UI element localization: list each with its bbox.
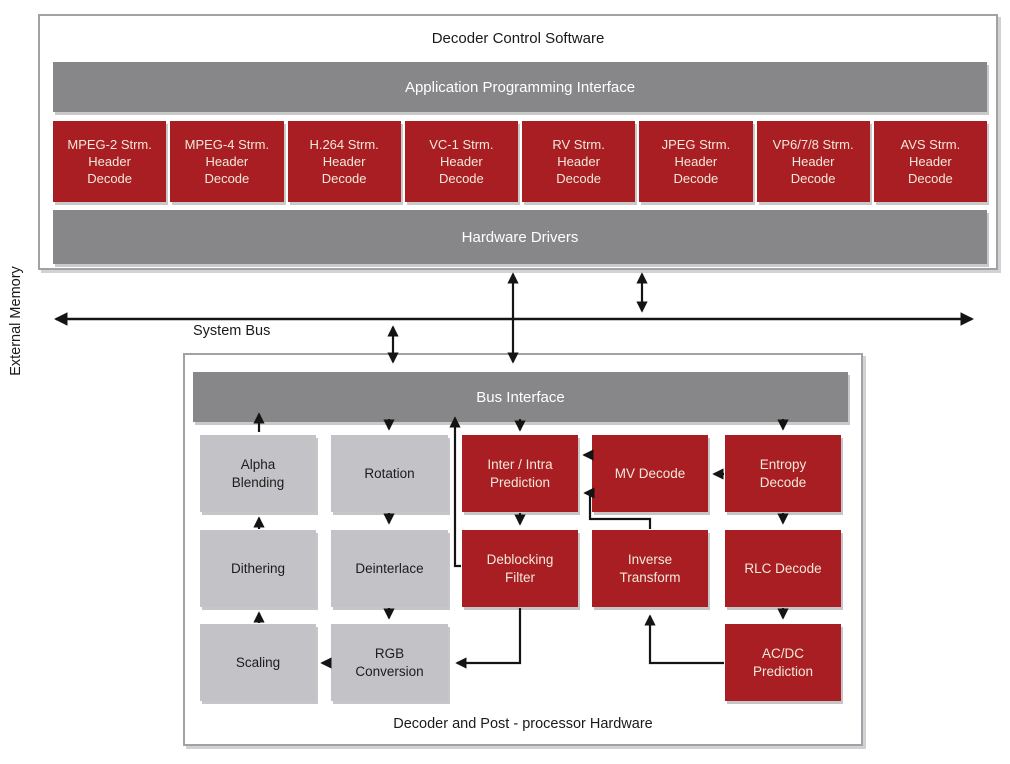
rlc-decode-block: RLC Decode [725,530,841,607]
rotation-block: Rotation [331,435,448,512]
stream-header-decoder-row: MPEG-2 Strm. Header Decode MPEG-4 Strm. … [53,121,987,202]
hardware-box-caption: Decoder and Post - processor Hardware [393,716,653,732]
bus-interface-bar: Bus Interface [193,372,848,422]
vp678-header-decode-block: VP6/7/8 Strm. Header Decode [756,121,870,202]
alpha-blending-block: Alpha Blending [200,435,316,512]
external-memory-label: External Memory [8,266,24,376]
dithering-block: Dithering [200,530,316,607]
hardware-drivers-bar: Hardware Drivers [53,210,987,264]
scaling-block: Scaling [200,624,316,701]
mv-decode-block: MV Decode [592,435,708,512]
acdc-prediction-block: AC/DC Prediction [725,624,841,701]
application-programming-interface-bar: Application Programming Interface [53,62,987,112]
avs-header-decode-block: AVS Strm. Header Decode [873,121,987,202]
system-bus-label: System Bus [193,323,271,339]
vc1-header-decode-block: VC-1 Strm. Header Decode [404,121,518,202]
decoder-control-software-title: Decoder Control Software [431,30,605,47]
mpeg2-header-decode-block: MPEG-2 Strm. Header Decode [53,121,167,202]
decoder-control-software-box: Decoder Control Software Application Pro… [38,14,998,270]
h264-header-decode-block: H.264 Strm. Header Decode [287,121,401,202]
deinterlace-block: Deinterlace [331,530,448,607]
deblocking-filter-block: Deblocking Filter [462,530,578,607]
mpeg4-header-decode-block: MPEG-4 Strm. Header Decode [170,121,284,202]
rv-header-decode-block: RV Strm. Header Decode [522,121,636,202]
jpeg-header-decode-block: JPEG Strm. Header Decode [639,121,753,202]
rgb-conversion-block: RGB Conversion [331,624,448,701]
inter-intra-prediction-block: Inter / Intra Prediction [462,435,578,512]
inverse-transform-block: Inverse Transform [592,530,708,607]
entropy-decode-block: Entropy Decode [725,435,841,512]
